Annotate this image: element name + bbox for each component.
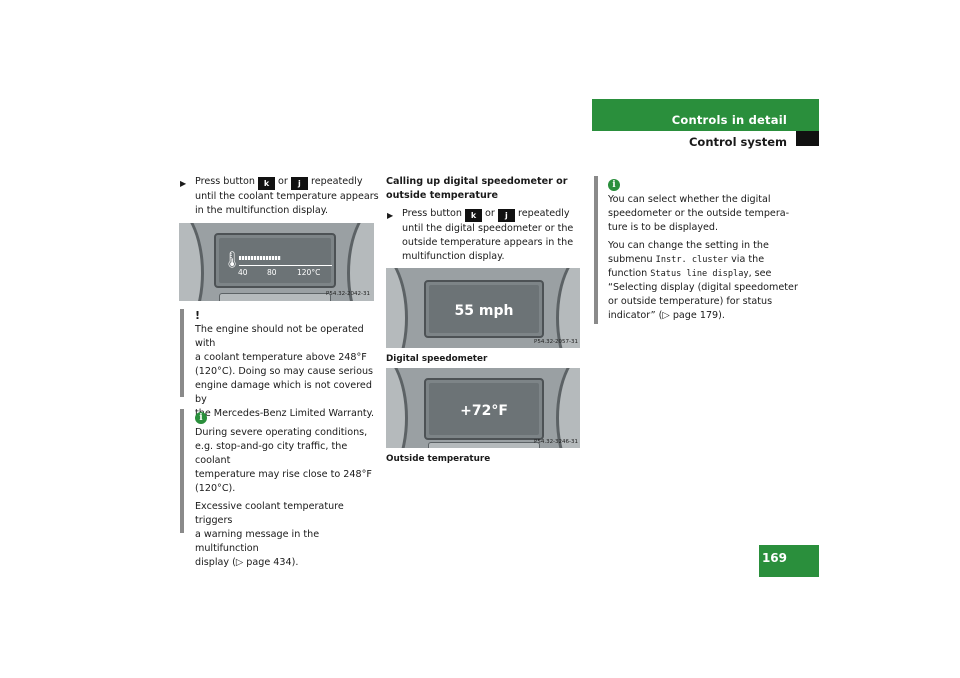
info-icon: i xyxy=(608,179,620,191)
coolant-gauge-bar xyxy=(239,256,281,260)
header-tab-marker xyxy=(796,131,819,146)
figure-caption: Digital speedometer xyxy=(386,354,488,364)
key-down-icon: j xyxy=(497,209,515,222)
temperature-readout: +72°F xyxy=(460,403,508,419)
info-box: i You can select whether the digital spe… xyxy=(608,179,798,321)
digital-speedometer-figure: 55 mph P54.32-2057-31 xyxy=(386,268,580,348)
multifunction-display: 🌡 40 80 120°C xyxy=(214,233,336,288)
multifunction-display: +72°F xyxy=(424,378,544,440)
key-up-icon: k xyxy=(258,177,275,190)
info-box: i During severe operating conditions, e.… xyxy=(195,412,372,568)
figure-code: P54.32-2042-31 xyxy=(326,291,371,297)
bullet-arrow-icon: ▶ xyxy=(387,211,394,220)
scale-label-80: 80 xyxy=(267,268,277,277)
header-subtitle-area: Control system xyxy=(592,131,819,149)
outside-temperature-figure: +72°F P54.32-3246-31 xyxy=(386,368,580,448)
figure-code: P54.32-2057-31 xyxy=(534,339,579,345)
figure-caption: Outside temperature xyxy=(386,454,491,464)
section-subtitle: Control system xyxy=(688,135,787,149)
page-number: 169 xyxy=(761,551,787,565)
page-number-box: 169 xyxy=(759,545,819,577)
warning-side-bar xyxy=(180,309,184,397)
key-down-icon: j xyxy=(290,177,308,190)
function-name: Status line display xyxy=(650,269,749,279)
info-side-bar xyxy=(594,176,598,324)
multifunction-display: 55 mph xyxy=(424,280,544,338)
right-gauge xyxy=(347,223,374,301)
header-bar: Controls in detail xyxy=(592,99,819,131)
figure-code: P54.32-3246-31 xyxy=(534,439,579,445)
coolant-display-figure: 🌡 40 80 120°C P54.32-2042-31 xyxy=(179,223,374,301)
speedometer-step: ▶ Press button k or j repeatedly until t… xyxy=(387,208,574,262)
key-up-icon: k xyxy=(465,209,482,222)
warning-icon: ! xyxy=(195,309,201,322)
scale-label-120: 120°C xyxy=(297,268,321,277)
info-side-bar xyxy=(180,409,184,533)
submenu-name: Instr. cluster xyxy=(655,255,729,265)
bullet-arrow-icon: ▶ xyxy=(180,179,187,188)
section-title: Controls in detail xyxy=(671,113,787,127)
coolant-thermometer-icon: 🌡 xyxy=(222,250,243,269)
speed-readout: 55 mph xyxy=(454,303,514,319)
info-icon: i xyxy=(195,412,207,424)
speedometer-heading: Calling up digital speedometer or outsid… xyxy=(386,176,568,201)
coolant-scale-line xyxy=(239,265,332,266)
left-gauge xyxy=(179,223,204,301)
warning-box: ! The engine should not be operated with… xyxy=(195,309,380,421)
coolant-step: ▶ Press button k or j repeatedly until t… xyxy=(180,176,379,216)
scale-label-40: 40 xyxy=(238,268,248,277)
